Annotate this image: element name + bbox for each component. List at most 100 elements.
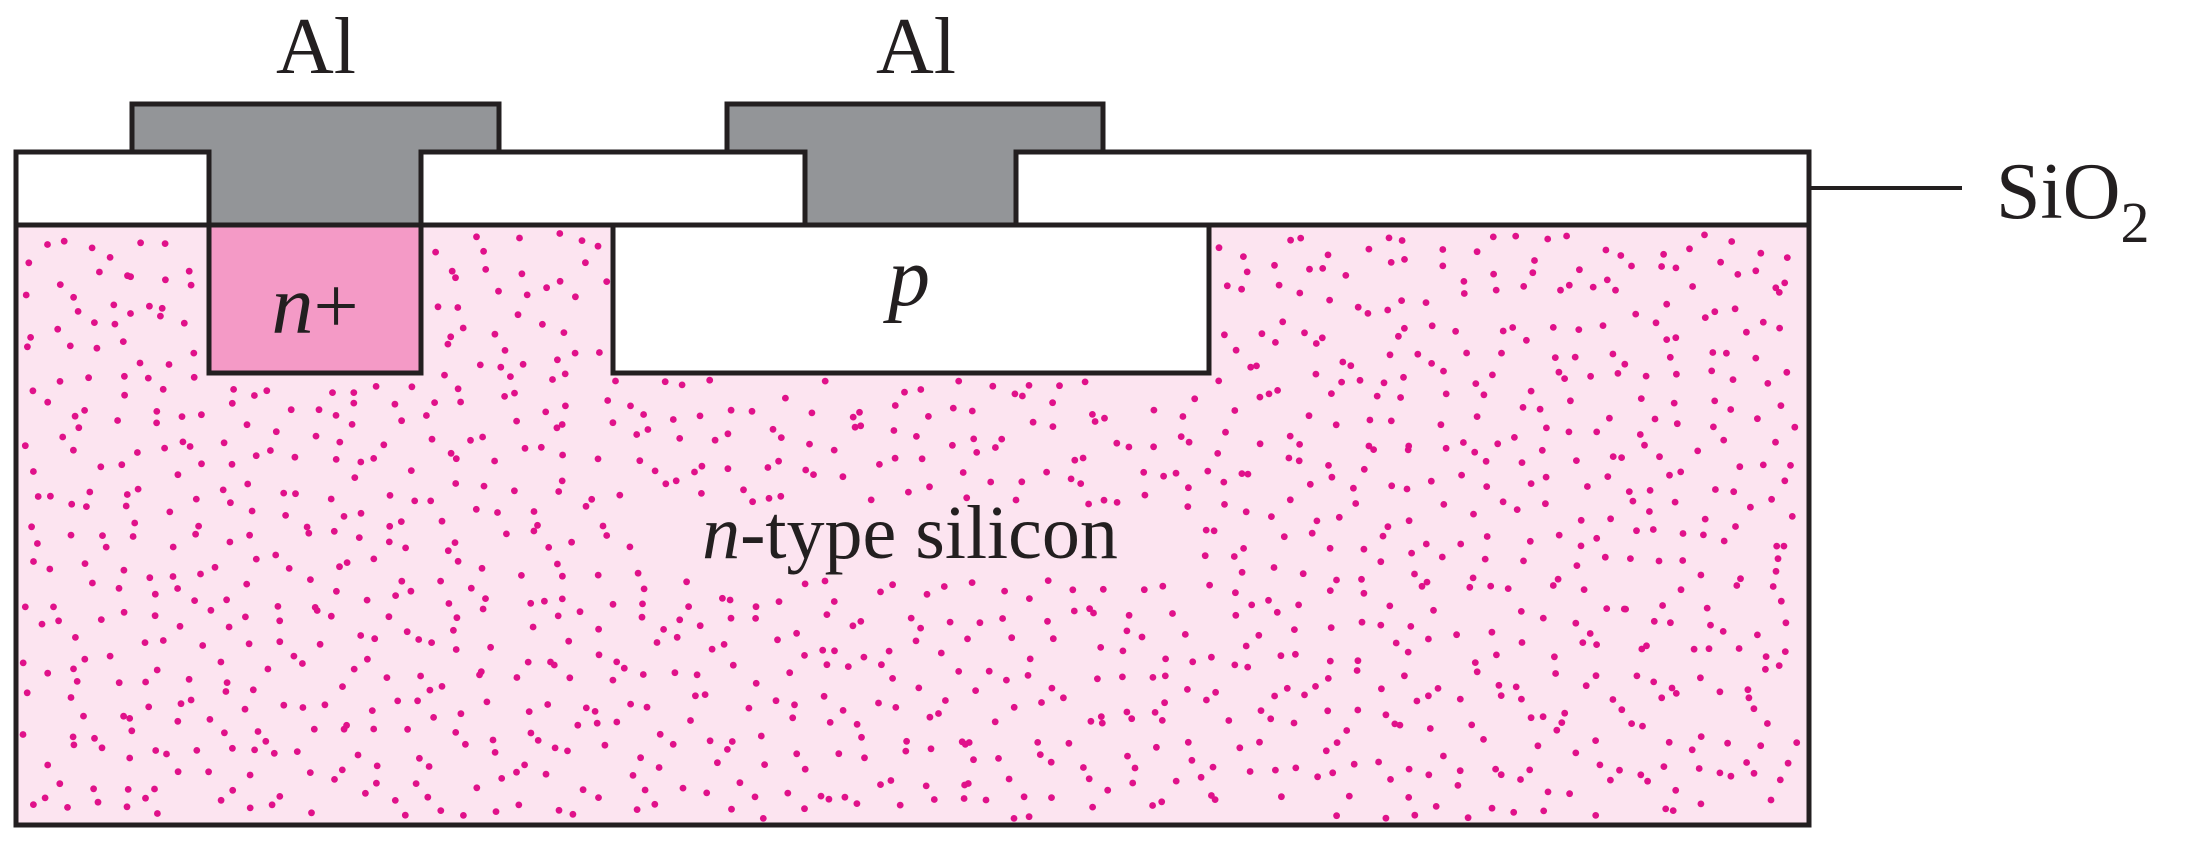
dopant-dot [1238,470,1246,477]
dopant-dot [151,590,159,598]
dopant-dot [1472,380,1480,387]
dopant-dot [350,665,358,673]
dopant-dot [385,538,393,546]
dopant-dot [992,444,999,451]
dopant-dot [826,719,834,726]
dopant-dot [1140,468,1148,476]
dopant-dot [1697,733,1705,740]
dopant-dot [1750,769,1758,777]
dopant-dot [1324,675,1332,682]
dopant-dot [534,521,541,529]
dopant-dot [219,486,227,494]
dopant-dot [516,234,523,242]
dopant-dot [1527,480,1535,487]
dopant-dot [1783,254,1791,261]
dopant-dot [416,754,423,762]
dopant-dot [559,572,566,580]
dopant-dot [1773,542,1781,550]
dopant-dot [1012,496,1020,504]
dopant-dot [701,691,709,698]
dopant-dot [66,342,74,350]
dopant-dot [1048,684,1056,692]
dopant-dot [34,493,42,500]
dopant-dot [817,792,825,800]
dopant-dot [451,539,459,546]
dopant-dot [1043,468,1050,476]
dopant-dot [497,363,505,371]
dopant-dot [1666,353,1674,361]
dopant-dot [1430,606,1437,614]
dopant-dot [1481,555,1489,563]
dopant-dot [70,665,77,673]
dopant-dot [1660,250,1667,258]
dopant-dot [1257,707,1265,714]
dopant-dot [559,451,566,459]
dopant-dot [749,498,756,506]
dopant-dot [1663,336,1671,343]
dopant-dot [603,278,611,285]
dopant-dot [44,398,52,406]
dopant-dot [1672,690,1680,697]
dopant-dot [706,376,714,384]
dopant-dot [70,293,77,301]
dopant-dot [858,733,865,741]
dopant-dot [226,538,234,546]
dopant-dot [633,806,641,813]
dopant-dot [891,454,899,462]
dopant-dot [1592,737,1599,744]
dopant-dot [447,333,455,341]
dopant-dot [1011,390,1019,398]
dopant-dot [1711,308,1719,316]
dopant-dot [775,457,782,465]
dopant-dot [1768,495,1775,503]
dopant-dot [1780,542,1788,550]
dopant-dot [169,543,177,551]
dopant-dot [1385,234,1393,242]
dopant-dot [415,636,423,643]
dopant-dot [245,640,253,648]
dopant-dot [1700,531,1707,539]
dopant-dot [1244,470,1252,478]
dopant-dot [1364,310,1372,317]
dopant-dot [153,408,161,415]
dopant-dot [1056,382,1063,390]
dopant-dot [775,598,783,605]
dopant-dot [539,320,546,328]
dopant-dot [853,720,861,728]
dopant-dot [1113,499,1121,506]
dopant-dot [637,754,644,762]
dopant-dot [450,626,457,634]
dopant-dot [1090,609,1097,617]
dopant-dot [860,653,868,661]
dopant-dot [1268,513,1275,520]
dopant-dot [423,412,430,419]
dopant-dot [1342,272,1350,279]
dopant-dot [1642,372,1650,380]
dopant-dot [1248,601,1256,609]
dopant-dot [821,577,829,585]
dopant-dot [537,443,545,451]
dopant-dot [479,605,487,613]
dopant-dot [1231,407,1239,414]
dopant-dot [683,578,690,586]
dopant-dot [1426,725,1434,732]
dopant-dot [1565,281,1573,289]
dopant-dot [146,302,153,310]
dopant-dot [1759,318,1767,326]
dopant-dot [1517,776,1524,783]
dopant-dot [887,777,895,784]
dopant-dot [1206,581,1213,589]
dopant-dot [678,381,686,389]
dopant-dot [81,407,88,414]
dopant-dot [1728,238,1736,245]
dopant-dot [769,425,777,433]
dopant-dot [651,800,659,808]
dopant-dot [1512,232,1520,240]
dopant-dot [373,762,381,770]
dopant-dot [329,389,336,396]
dopant-dot [1181,631,1189,638]
dopant-dot [1388,482,1396,490]
dopant-dot [1220,478,1228,486]
dopant-dot [94,798,102,806]
dopant-dot [1453,631,1460,639]
